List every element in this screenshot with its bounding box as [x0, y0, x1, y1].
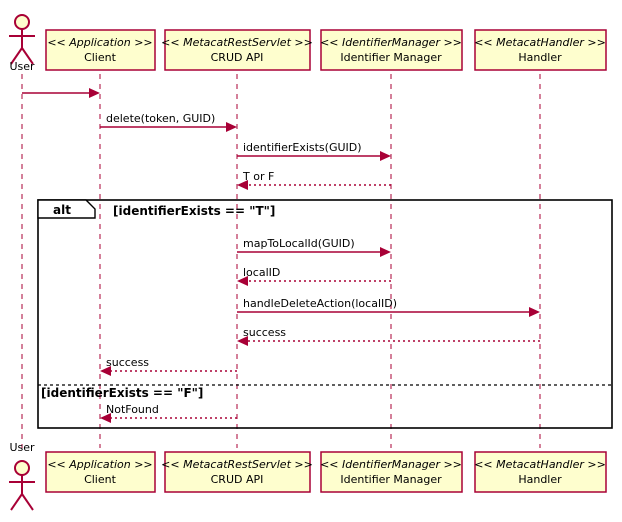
participant-stereotype: << MetacatHandler >> — [474, 36, 606, 49]
participant-handler-head[interactable]: << MetacatHandler >> Handler — [474, 29, 607, 71]
message-m7[interactable]: success — [237, 326, 540, 346]
fragment-outline — [37, 199, 613, 429]
message-arrowhead — [237, 336, 248, 346]
actor-user-top[interactable]: User — [9, 14, 35, 73]
message-m5[interactable]: localID — [237, 266, 391, 286]
message-label: delete(token, GUID) — [106, 112, 215, 125]
participant-box[interactable] — [320, 29, 463, 71]
message-label: NotFound — [106, 403, 159, 416]
actor-leg-left — [10, 493, 23, 511]
message-m3[interactable]: T or F — [237, 170, 391, 190]
participant-stereotype: << MetacatRestServlet >> — [161, 36, 313, 49]
participant-stereotype: << Application >> — [47, 36, 152, 49]
fragment-guard-alt-branch-false: [identifierExists == "F"] — [41, 386, 203, 400]
participant-name: Client — [84, 473, 117, 486]
message-arrowhead — [226, 122, 237, 132]
message-m8[interactable]: success — [100, 356, 237, 376]
participant-heads-group: << Application >>Client<< Application >>… — [45, 29, 607, 493]
actor-leg-right — [21, 493, 34, 511]
message-label: success — [243, 326, 286, 339]
participant-box[interactable] — [164, 29, 311, 71]
participant-name: Handler — [518, 51, 562, 64]
participant-box[interactable] — [164, 451, 311, 493]
participant-client-foot[interactable]: << Application >> Client — [45, 451, 156, 493]
message-arrowhead — [380, 151, 391, 161]
message-arrowhead — [380, 247, 391, 257]
message-label: T or F — [242, 170, 274, 183]
participant-stereotype: << IdentifierManager >> — [320, 458, 462, 471]
messages-group: delete(token, GUID) identifierExists(GUID… — [22, 88, 540, 423]
participant-crud-foot[interactable]: << MetacatRestServlet >> CRUD API — [161, 451, 313, 493]
actor-label: User — [9, 60, 35, 73]
participant-idmgr-foot[interactable]: << IdentifierManager >> Identifier Manage… — [320, 451, 463, 493]
participant-name: CRUD API — [211, 51, 264, 64]
actor-leg-left — [10, 47, 23, 65]
message-arrowhead — [529, 307, 540, 317]
message-label: identifierExists(GUID) — [243, 141, 362, 154]
participant-stereotype: << Application >> — [47, 458, 152, 471]
message-m9[interactable]: NotFound — [100, 403, 237, 423]
message-m1[interactable]: delete(token, GUID) — [100, 112, 237, 132]
participant-name: Identifier Manager — [340, 473, 442, 486]
actor-label: User — [9, 441, 35, 454]
participant-stereotype: << MetacatRestServlet >> — [161, 458, 313, 471]
message-label: handleDeleteAction(localID) — [243, 297, 397, 310]
message-m6[interactable]: handleDeleteAction(localID) — [237, 297, 540, 317]
participant-client-head[interactable]: << Application >> Client — [45, 29, 156, 71]
participant-idmgr-head[interactable]: << IdentifierManager >> Identifier Manage… — [320, 29, 463, 71]
actor-head-icon — [14, 14, 30, 30]
participant-box[interactable] — [45, 451, 156, 493]
actor-leg-right — [21, 47, 34, 65]
participant-name: CRUD API — [211, 473, 264, 486]
lifelines-group — [21, 74, 541, 448]
fragment-operator-label: alt — [53, 203, 71, 217]
message-label: mapToLocalId(GUID) — [243, 237, 355, 250]
message-arrowhead — [100, 366, 111, 376]
participant-box[interactable] — [474, 451, 607, 493]
participant-stereotype: << MetacatHandler >> — [474, 458, 606, 471]
participant-name: Identifier Manager — [340, 51, 442, 64]
message-m2[interactable]: identifierExists(GUID) — [237, 141, 391, 161]
message-label: localID — [243, 266, 280, 279]
participant-box[interactable] — [45, 29, 156, 71]
alt-fragment: alt [identifierExists == "T"] [identifierE… — [37, 199, 613, 429]
message-m0[interactable] — [22, 88, 100, 98]
participant-box[interactable] — [320, 451, 463, 493]
message-arrowhead — [89, 88, 100, 98]
participant-stereotype: << IdentifierManager >> — [320, 36, 462, 49]
message-arrowhead — [100, 413, 111, 423]
message-arrowhead — [237, 180, 248, 190]
participant-handler-foot[interactable]: << MetacatHandler >> Handler — [474, 451, 607, 493]
participant-name: Client — [84, 51, 117, 64]
participant-name: Handler — [518, 473, 562, 486]
participant-box[interactable] — [474, 29, 607, 71]
message-arrowhead — [237, 276, 248, 286]
actor-user-bottom[interactable]: User — [9, 441, 35, 511]
fragment-guard-alt-branch-true: [identifierExists == "T"] — [113, 204, 275, 218]
message-label: success — [106, 356, 149, 369]
fragments-group: alt [identifierExists == "T"] [identifierE… — [37, 199, 613, 429]
fragment-tab — [37, 199, 96, 219]
actor-head-icon — [14, 460, 30, 476]
message-m4[interactable]: mapToLocalId(GUID) — [237, 237, 391, 257]
participant-crud-head[interactable]: << MetacatRestServlet >> CRUD API — [161, 29, 313, 71]
